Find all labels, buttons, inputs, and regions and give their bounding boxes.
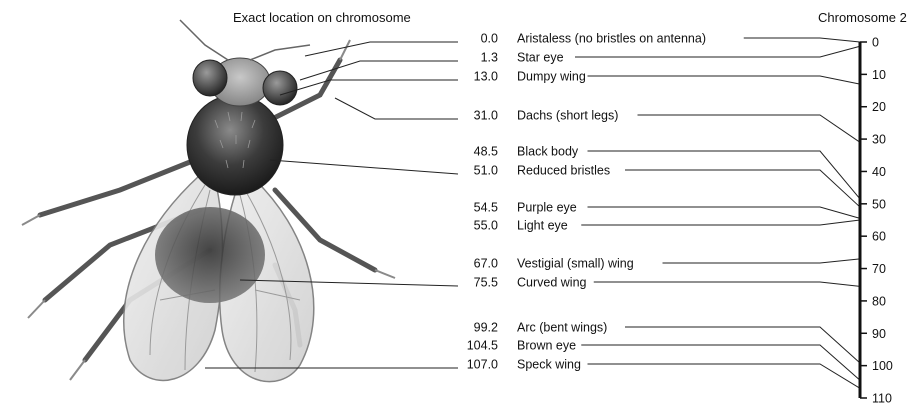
- gene-position: 107.0: [467, 358, 498, 372]
- fly-leader-line: [305, 42, 458, 56]
- gene-position: 67.0: [474, 257, 498, 271]
- scale-tick-label: 0: [872, 36, 879, 50]
- fly-eye-right: [263, 71, 297, 105]
- gene-name: Black body: [517, 145, 579, 159]
- scale-leader-line: [588, 151, 861, 199]
- scale-leader-line: [638, 115, 861, 142]
- fly-antenna-right: [250, 45, 310, 60]
- fly-leader-line: [300, 61, 458, 80]
- gene-position: 99.2: [474, 321, 498, 335]
- gene-name: Brown eye: [517, 339, 576, 353]
- scale-leader-line: [588, 364, 861, 388]
- gene-name: Dachs (short legs): [517, 109, 618, 123]
- scale-leader-line: [625, 170, 860, 207]
- gene-position: 51.0: [474, 164, 498, 178]
- gene-name: Star eye: [517, 51, 564, 65]
- gene-name: Arc (bent wings): [517, 321, 607, 335]
- gene-position: 55.0: [474, 219, 498, 233]
- gene-position: 1.3: [481, 51, 498, 65]
- fly-antenna-left: [180, 20, 228, 60]
- scale-leader-line: [744, 38, 860, 42]
- scale-tick-label: 110: [872, 392, 892, 406]
- gene-labels: 0.0 Aristaless (no bristles on antenna) 1.…: [467, 32, 706, 372]
- gene-position: 13.0: [474, 70, 498, 84]
- scale-tick-label: 30: [872, 133, 886, 147]
- gene-name: Speck wing: [517, 358, 581, 372]
- gene-position: 54.5: [474, 201, 498, 215]
- scale-tick-label: 20: [872, 100, 886, 114]
- scale-leader-line: [588, 76, 861, 84]
- gene-name: Curved wing: [517, 276, 587, 290]
- gene-name: Reduced bristles: [517, 164, 610, 178]
- gene-name: Purple eye: [517, 201, 577, 215]
- fly-thorax: [187, 95, 283, 195]
- scale-leader-line: [663, 259, 861, 263]
- gene-name: Light eye: [517, 219, 568, 233]
- scale-tick-label: 80: [872, 294, 886, 308]
- scale-tick-label: 10: [872, 68, 886, 82]
- chromosome-header: Chromosome 2: [818, 10, 907, 25]
- scale-leader-line: [588, 207, 861, 218]
- gene-position: 31.0: [474, 109, 498, 123]
- scale-leader-line: [594, 282, 860, 286]
- scale-tick-label: 100: [872, 359, 893, 373]
- gene-position: 48.5: [474, 145, 498, 159]
- scale-tick-label: 40: [872, 165, 886, 179]
- gene-name: Aristaless (no bristles on antenna): [517, 32, 706, 46]
- scale-leader-line: [581, 220, 860, 225]
- scale-tick-label: 50: [872, 197, 886, 211]
- gene-position: 0.0: [481, 32, 498, 46]
- scale-leader-line: [575, 46, 860, 57]
- fly-leader-line: [335, 98, 458, 119]
- scale-tick-label: 90: [872, 327, 886, 341]
- scale-tick-label: 70: [872, 262, 886, 276]
- gene-name: Vestigial (small) wing: [517, 257, 634, 271]
- scale-tick-label: 60: [872, 230, 886, 244]
- fruit-fly-illustration: [22, 20, 395, 382]
- location-header: Exact location on chromosome: [233, 10, 411, 25]
- gene-position: 104.5: [467, 339, 498, 353]
- fly-eye-left: [193, 60, 227, 96]
- fly-leader-line: [270, 160, 458, 174]
- fly-abdomen: [155, 207, 265, 303]
- scale-leader-line: [581, 345, 860, 380]
- fly-leader-line: [280, 80, 458, 95]
- chromosome-scale: 0 10 20 30 40 50 60 70 80 90 100 110: [860, 36, 893, 406]
- gene-position: 75.5: [474, 276, 498, 290]
- gene-name: Dumpy wing: [517, 70, 586, 84]
